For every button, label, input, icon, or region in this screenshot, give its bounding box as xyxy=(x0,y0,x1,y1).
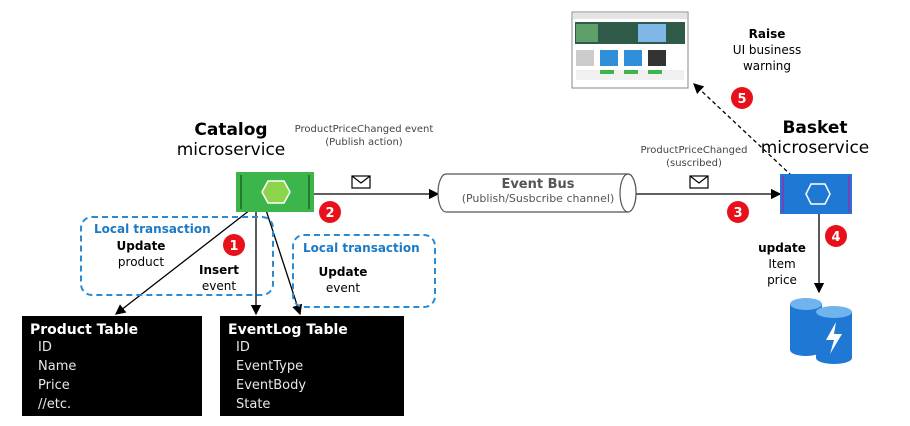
envelope-icon xyxy=(351,175,371,189)
eventlog-table-title: EventLog Table xyxy=(228,322,348,338)
product-table-row: Name xyxy=(38,359,77,374)
eventlog-table-row: EventBody xyxy=(236,378,307,393)
database-icon xyxy=(790,298,852,364)
product-table-row: //etc. xyxy=(38,397,72,412)
basket-title-block: Basket microservice xyxy=(760,118,870,158)
catalog-title: Catalog xyxy=(194,120,268,140)
product-table-row: Price xyxy=(38,378,70,393)
basket-service-icon xyxy=(780,174,852,214)
basket-title: Basket xyxy=(782,118,848,138)
envelope-icon xyxy=(689,175,709,189)
product-table-title: Product Table xyxy=(30,322,139,338)
eventlog-table-row: EventType xyxy=(236,359,304,374)
event-bus-title: Event Bus xyxy=(501,177,575,192)
subscribe-label: ProductPriceChanged (suscribed) xyxy=(640,145,748,169)
step-3-marker: 3 xyxy=(727,201,749,223)
publish-label: ProductPriceChanged event (Publish actio… xyxy=(294,124,434,148)
local-transaction-1-heading: Local transaction xyxy=(94,222,211,236)
product-table: Product Table ID Name Price //etc. xyxy=(22,316,202,416)
event-bus-cylinder xyxy=(437,173,637,213)
step-4-marker: 4 xyxy=(825,225,847,247)
catalog-title-block: Catalog microservice xyxy=(176,120,286,160)
insert-event-label: Insert event xyxy=(199,263,239,293)
local-transaction-box-1 xyxy=(80,216,274,296)
ui-screenshot-thumbnail xyxy=(571,11,689,89)
svg-text:5: 5 xyxy=(737,92,746,107)
svg-text:4: 4 xyxy=(831,230,840,245)
svg-text:1: 1 xyxy=(229,239,238,254)
eventlog-table: EventLog Table ID EventType EventBody St… xyxy=(220,316,404,416)
step-2-marker: 2 xyxy=(319,201,341,223)
product-table-row: ID xyxy=(38,340,52,355)
step-1-marker: 1 xyxy=(223,234,245,256)
arrow-catalog-to-product-table xyxy=(114,209,251,315)
svg-text:2: 2 xyxy=(325,206,334,221)
local-transaction-2-body: Update event xyxy=(318,265,368,295)
local-transaction-1-body: Update product xyxy=(116,239,166,269)
catalog-service-icon xyxy=(236,172,314,212)
event-bus-label: Event Bus (Publish/Susbcribe channel) xyxy=(450,177,626,206)
step-5-marker: 5 xyxy=(731,87,753,109)
event-bus-subtitle: (Publish/Susbcribe channel) xyxy=(461,192,615,205)
svg-text:3: 3 xyxy=(733,206,742,221)
eventlog-table-row: ID xyxy=(236,340,250,355)
raise-warning-label: Raise UI business warning xyxy=(732,27,802,73)
catalog-subtitle: microservice xyxy=(176,140,286,160)
eventlog-table-row: State xyxy=(236,397,271,412)
basket-update-label: update Item price xyxy=(758,241,806,287)
local-transaction-box-2 xyxy=(292,234,436,308)
arrow-basket-to-ui xyxy=(693,83,793,177)
local-transaction-2-heading: Local transaction xyxy=(303,241,420,255)
basket-subtitle: microservice xyxy=(760,138,870,158)
